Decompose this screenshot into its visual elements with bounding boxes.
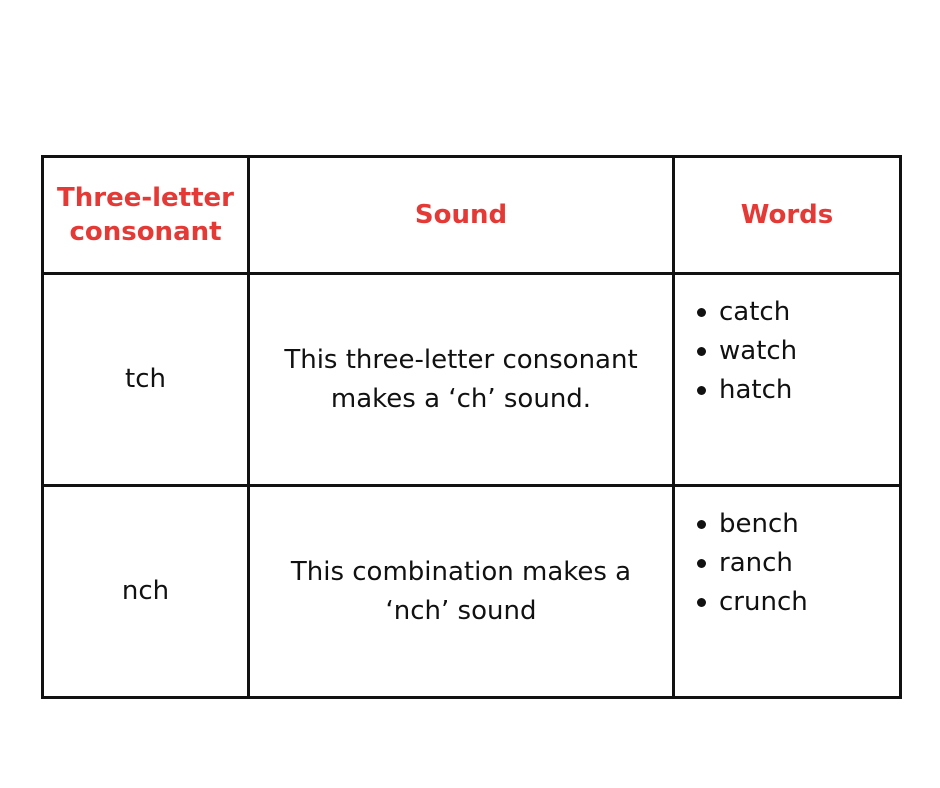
bullet-icon [697,598,706,607]
bullet-icon [697,559,706,568]
sound-cell: This combination makes a ‘nch’ sound [247,484,675,699]
consonant-cell: nch [41,484,250,699]
list-item: hatch [697,371,899,410]
table-row: nch This combination makes a ‘nch’ sound… [41,484,902,699]
bullet-icon [697,520,706,529]
sound-cell: This three-letter consonant makes a ‘ch’… [247,272,675,487]
list-item: watch [697,332,899,371]
consonant-table: Three-letter consonant Sound Words tch T… [41,155,902,699]
header-row: Three-letter consonant Sound Words [41,155,902,275]
header-consonant-label: Three-letter consonant [57,183,234,247]
list-item: bench [697,505,899,544]
word-text: bench [719,509,799,539]
word-text: hatch [719,375,793,405]
word-list: bench ranch crunch [675,505,899,622]
word-list: catch watch hatch [675,293,899,410]
list-item: crunch [697,583,899,622]
sound-description: This combination makes a ‘nch’ sound [290,556,632,626]
words-cell: catch watch hatch [672,272,902,487]
words-cell: bench ranch crunch [672,484,902,699]
word-text: ranch [719,548,793,578]
phonics-table-container: Three-letter consonant Sound Words tch T… [41,155,902,699]
header-sound: Sound [247,155,675,275]
header-words: Words [672,155,902,275]
word-text: watch [719,336,798,366]
word-text: crunch [719,587,808,617]
consonant-cell: tch [41,272,250,487]
word-text: catch [719,297,791,327]
list-item: ranch [697,544,899,583]
bullet-icon [697,308,706,317]
sound-description: This three-letter consonant makes a ‘ch’… [284,344,638,414]
list-item: catch [697,293,899,332]
table-row: tch This three-letter consonant makes a … [41,272,902,487]
bullet-icon [697,386,706,395]
header-consonant: Three-letter consonant [41,155,250,275]
bullet-icon [697,347,706,356]
